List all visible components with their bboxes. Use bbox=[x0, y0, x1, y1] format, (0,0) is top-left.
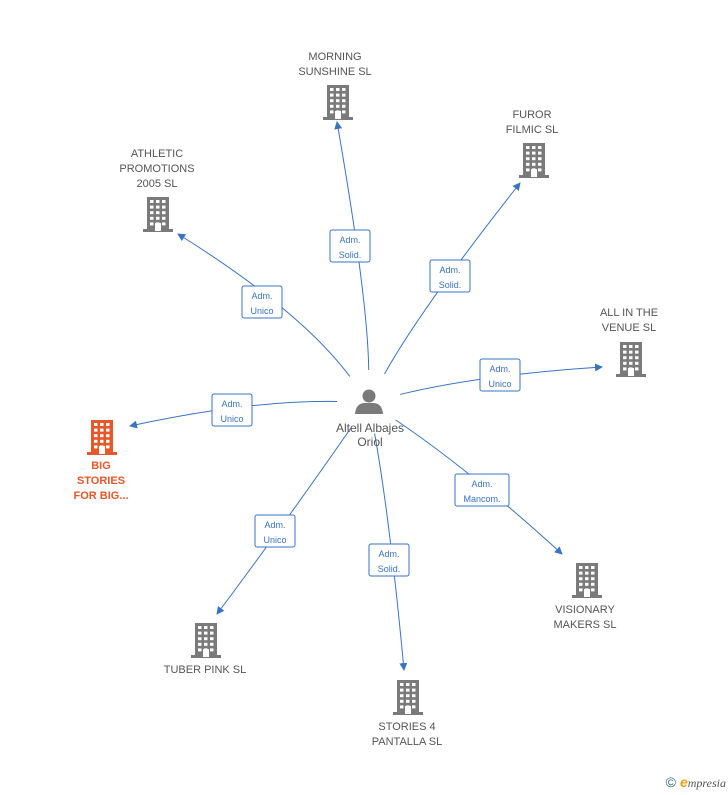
copyright-symbol: © bbox=[665, 774, 676, 790]
relation-label-box bbox=[241, 285, 283, 319]
building-icon bbox=[191, 623, 221, 658]
building-icon bbox=[87, 420, 117, 455]
relation-label-text: Adm.Unico bbox=[250, 291, 273, 316]
relation-label-tuber-pink[interactable]: Adm.Unico bbox=[254, 514, 296, 548]
company-label-tuber-pink: TUBER PINK SL bbox=[164, 664, 247, 676]
footer-brand[interactable]: ©empresia bbox=[666, 774, 726, 791]
relation-label-text: Adm.Unico bbox=[220, 399, 243, 424]
building-icon bbox=[323, 85, 353, 120]
relation-label-morning-sunshine[interactable]: Adm.Solid. bbox=[329, 229, 371, 263]
relation-label-text: Adm.Unico bbox=[263, 520, 286, 545]
relation-label-text: Adm.Mancom. bbox=[463, 479, 500, 504]
brand-logo-e: e bbox=[679, 774, 688, 790]
building-icon bbox=[572, 563, 602, 598]
relation-label-big-stories[interactable]: Adm.Unico bbox=[211, 393, 253, 427]
relation-edge-stories-4-pantalla bbox=[374, 433, 408, 671]
relation-label-text: Adm.Solid. bbox=[339, 235, 362, 260]
company-node-tuber-pink[interactable]: TUBER PINK SL bbox=[164, 623, 247, 676]
relation-label-box bbox=[454, 473, 510, 507]
relation-label-box bbox=[429, 259, 471, 293]
relation-label-athletic-promotions[interactable]: Adm.Unico bbox=[241, 285, 283, 319]
building-icon bbox=[616, 342, 646, 377]
relation-label-text: Adm.Solid. bbox=[378, 549, 401, 574]
building-icon bbox=[393, 680, 423, 715]
relation-edge-furor-filmic bbox=[384, 182, 521, 375]
person-icon bbox=[355, 389, 383, 414]
edge-labels-layer: Adm.Solid.Adm.Solid.Adm.UnicoAdm.UnicoAd… bbox=[211, 229, 521, 577]
relation-label-box bbox=[368, 543, 410, 577]
relation-label-box bbox=[211, 393, 253, 427]
relation-label-box bbox=[329, 229, 371, 263]
relation-label-box bbox=[254, 514, 296, 548]
building-icon bbox=[143, 197, 173, 232]
relation-label-stories-4-pantalla[interactable]: Adm.Solid. bbox=[368, 543, 410, 577]
relation-label-text: Adm.Solid. bbox=[439, 265, 462, 290]
brand-name: mpresia bbox=[687, 776, 726, 790]
relation-label-box bbox=[479, 358, 521, 392]
relation-edge-morning-sunshine bbox=[334, 121, 370, 371]
relation-label-text: Adm.Unico bbox=[488, 364, 511, 389]
building-icon bbox=[519, 143, 549, 178]
relation-label-furor-filmic[interactable]: Adm.Solid. bbox=[429, 259, 471, 293]
relation-label-all-in-the-venue[interactable]: Adm.Unico bbox=[479, 358, 521, 392]
relation-label-visionary-makers[interactable]: Adm.Mancom. bbox=[454, 473, 510, 507]
